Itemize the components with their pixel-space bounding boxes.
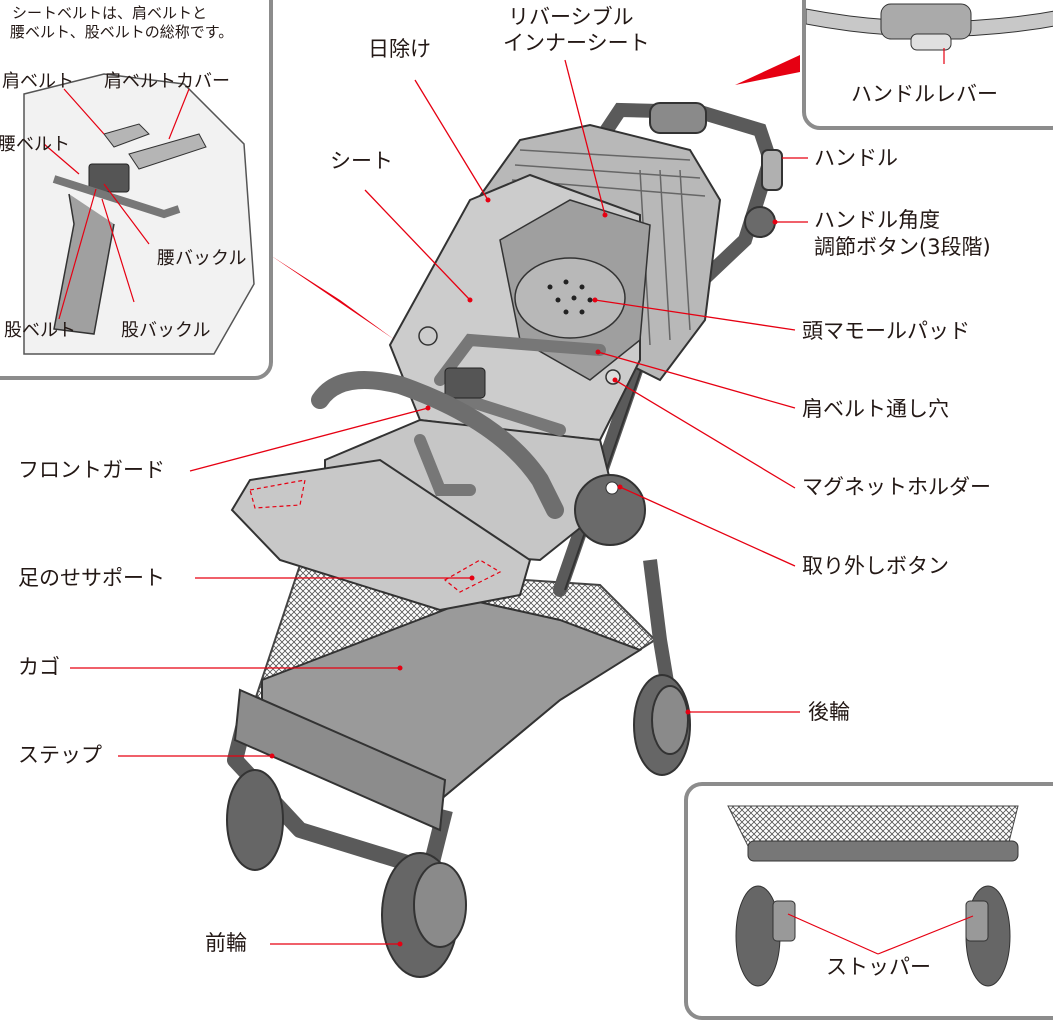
magnet-holder-label: マグネットホルダー xyxy=(802,475,991,499)
rear-wheel-label: 後輪 xyxy=(808,700,850,724)
front-guard-bar xyxy=(311,371,564,519)
waist-buckle-label: 腰バックル xyxy=(157,248,247,269)
foot-support-label: 足のせサポート xyxy=(18,566,165,590)
reversible-inner-seat-label-1: リバーシブル xyxy=(508,5,634,29)
seatbelt-inset-drawing xyxy=(23,73,255,355)
reversible-inner-seat-label-2: インナーシート xyxy=(503,31,650,55)
step-label: ステップ xyxy=(18,743,102,767)
front-guard-label: フロントガード xyxy=(18,458,165,482)
belt xyxy=(414,333,606,496)
handle-lever-label: ハンドルレバー xyxy=(851,82,998,106)
rear-wheel-shape xyxy=(633,674,691,776)
shoulder-belt-cover-label: 肩ベルトカバー xyxy=(104,71,230,92)
stopper-label: ストッパー xyxy=(826,955,931,979)
handle-lever-inset-drawing xyxy=(806,3,1053,64)
handle-grip xyxy=(761,149,783,191)
seatbelt-inset: シートベルトは、肩ベルトと 腰ベルト、股ベルトの総称です。 肩ベルト 肩ベルトカ… xyxy=(0,0,273,380)
front-wheel-label: 前輪 xyxy=(205,931,247,955)
callout-wedge-lever xyxy=(735,55,800,85)
head-pad-label: 頭マモールパッド xyxy=(802,319,970,343)
stopper-inset: ストッパー xyxy=(684,782,1053,1020)
seat-label: シート xyxy=(330,149,393,173)
stroller-illustration xyxy=(70,55,808,978)
step-shape xyxy=(233,688,447,832)
handle-angle-button-shape xyxy=(744,206,776,238)
shoulder-belt-label: 肩ベルト xyxy=(2,71,74,92)
sunshade-label: 日除け xyxy=(368,37,431,61)
handle-label: ハンドル xyxy=(814,146,898,170)
seatbelt-note-line-2: 腰ベルト、股ベルトの総称です。 xyxy=(10,23,234,41)
shoulder-belt-hole-label: 肩ベルト通し穴 xyxy=(802,397,949,421)
callout-wedge-belt xyxy=(270,255,395,340)
handle-lever-inset: ハンドルレバー xyxy=(802,0,1053,130)
stopper-inset-drawing xyxy=(727,805,1019,987)
crotch-buckle-label: 股バックル xyxy=(121,320,211,341)
basket-label: カゴ xyxy=(18,655,60,679)
handle-lever-shape xyxy=(649,102,707,134)
head-pad-shape xyxy=(514,257,626,339)
seatbelt-note-line-1: シートベルトは、肩ベルトと xyxy=(12,4,208,22)
front-wheel-shape xyxy=(381,852,467,978)
front-left-wheel-shape xyxy=(226,769,284,871)
handle-angle-label-1: ハンドル角度 xyxy=(814,208,940,232)
crotch-belt-label: 股ベルト xyxy=(4,320,76,341)
release-button-hub xyxy=(574,474,646,546)
handle-angle-label-2: 調節ボタン(3段階) xyxy=(814,235,991,259)
waist-belt-label: 腰ベルト xyxy=(0,134,70,155)
release-button-label: 取り外しボタン xyxy=(802,554,949,578)
footrest xyxy=(230,458,532,612)
